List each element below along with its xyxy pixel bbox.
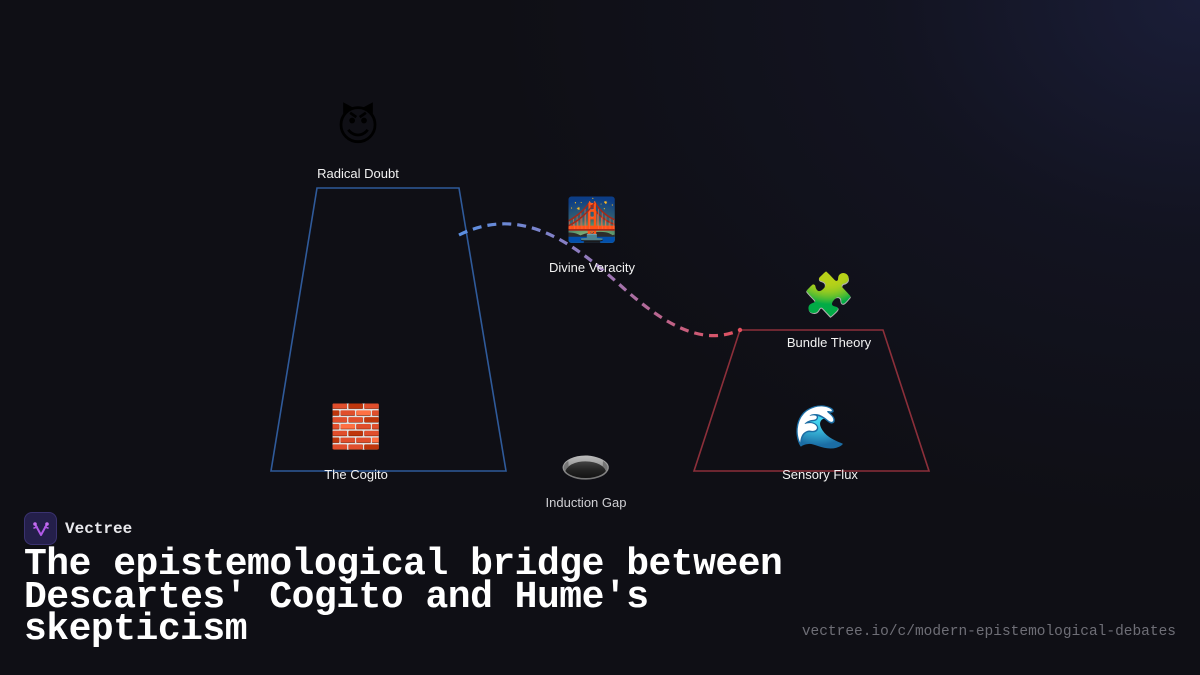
brand: Vectree [24,512,132,545]
node-label: Divine Veracity [549,260,635,275]
hume-trapezoid [692,329,931,472]
node-label: Induction Gap [545,495,627,510]
node-label: Radical Doubt [317,166,399,181]
puzzle-icon: 🧩 [802,270,856,319]
vectree-logo-icon [24,512,57,545]
node-label: Sensory Flux [782,467,858,482]
hole-icon: 🕳️ [559,436,613,485]
page-title: The epistemological bridge between Desca… [24,543,783,651]
wave-icon: 🌊 [793,402,847,451]
node-label: The Cogito [324,467,388,482]
descartes-trapezoid [270,187,507,472]
connector-endpoint [737,327,743,333]
bridge-icon: 🌉 [565,195,619,244]
node-the-cogito[interactable]: 🧱 The Cogito [324,402,388,482]
node-label: Bundle Theory [786,335,872,350]
node-radical-doubt[interactable]: 😈 Radical Doubt [317,101,399,181]
bridge-connector [458,222,741,338]
source-url[interactable]: vectree.io/c/modern-epistemological-deba… [801,624,1176,640]
node-sensory-flux[interactable]: 🌊 Sensory Flux [782,402,858,482]
brick-icon: 🧱 [329,402,383,451]
node-bundle-theory[interactable]: 🧩 Bundle Theory [787,270,871,350]
node-divine-veracity[interactable]: 🌉 Divine Veracity [549,195,635,275]
node-induction-gap[interactable]: 🕳️ Induction Gap [546,436,627,510]
devil-icon: 😈 [336,101,380,150]
brand-name: Vectree [65,519,133,538]
